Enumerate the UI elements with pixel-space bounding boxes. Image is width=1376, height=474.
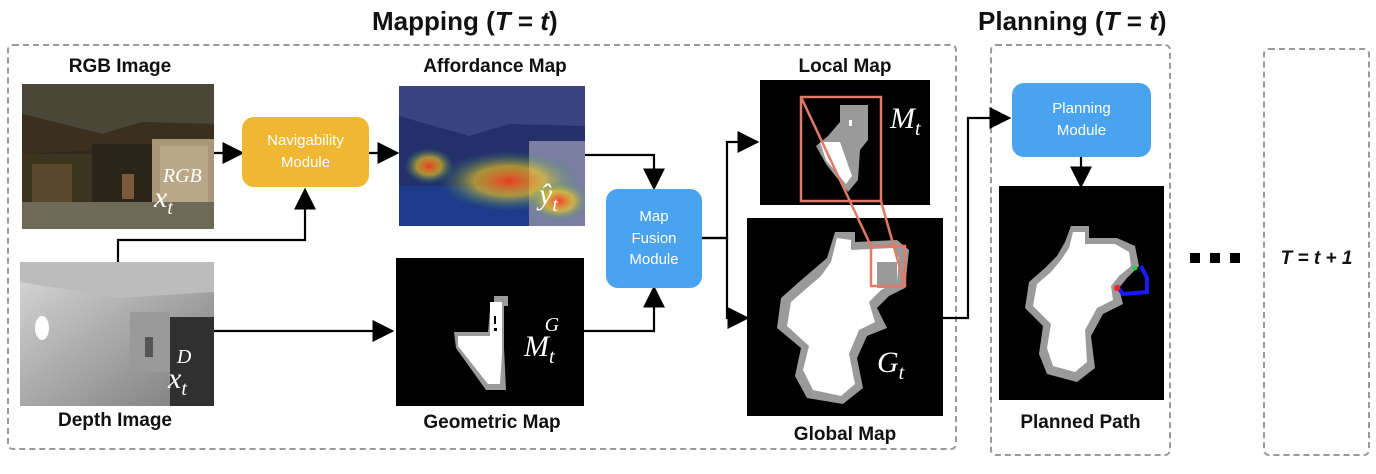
- rgb-image: xtRGB: [22, 84, 214, 229]
- depth-image-label: Depth Image: [57, 410, 173, 431]
- depth-symbol: xtD: [168, 346, 192, 400]
- arrow-geometric-to-fusion: [584, 285, 665, 333]
- geometric-symbol: MtG: [524, 314, 560, 368]
- local-symbol: Mt: [890, 102, 921, 140]
- navigability-module-line1: Navigability: [267, 132, 344, 150]
- mapping-frame: [7, 44, 957, 450]
- affordance-symbol: ŷt: [539, 178, 558, 216]
- map-fusion-module-line1: Map: [639, 207, 669, 225]
- zoom-box-local: [799, 95, 883, 203]
- global-map-label: Global Map: [793, 424, 897, 445]
- ellipsis-icon: [1190, 253, 1240, 263]
- next-step-label: T = t + 1: [1280, 248, 1353, 269]
- geometric-map-label: Geometric Map: [423, 412, 561, 433]
- map-fusion-module-line2: Fusion: [631, 229, 677, 247]
- planning-module: Planning Module: [1012, 83, 1151, 157]
- planning-section-title: Planning (T = t): [978, 6, 1167, 36]
- planned-path-label: Planned Path: [1020, 412, 1141, 433]
- rgb-symbol: xtRGB: [154, 165, 202, 219]
- map-fusion-module: Map Fusion Module: [606, 189, 702, 288]
- planned-path-map: [999, 186, 1164, 400]
- planning-module-line2: Module: [1056, 122, 1107, 139]
- affordance-map: ŷt: [399, 86, 585, 226]
- arrow-global-to-planning: [943, 107, 1012, 320]
- arrow-fusion-to-global: [702, 236, 750, 329]
- arrow-depth-to-navigability: [116, 187, 316, 262]
- arrow-affordance-to-fusion: [584, 153, 665, 191]
- rgb-image-label: RGB Image: [68, 56, 172, 77]
- global-map: Gt: [747, 218, 943, 416]
- navigability-module-line2: Module: [280, 154, 331, 171]
- affordance-map-label: Affordance Map: [423, 56, 567, 77]
- planning-frame: [990, 44, 1171, 456]
- local-map-label: Local Map: [798, 56, 892, 77]
- geometric-map: MtG: [396, 258, 584, 406]
- next-step-frame: [1263, 48, 1370, 456]
- depth-image: xtD: [20, 262, 214, 406]
- mapping-section-title: Mapping (T = t): [372, 6, 558, 36]
- map-fusion-module-line3: Module: [629, 251, 679, 269]
- planning-module-line1: Planning: [1052, 100, 1111, 118]
- global-symbol: Gt: [877, 346, 905, 384]
- navigability-module: Navigability Module: [242, 117, 369, 187]
- zoom-line-bottom: [879, 200, 907, 287]
- zoom-line-top: [799, 96, 873, 247]
